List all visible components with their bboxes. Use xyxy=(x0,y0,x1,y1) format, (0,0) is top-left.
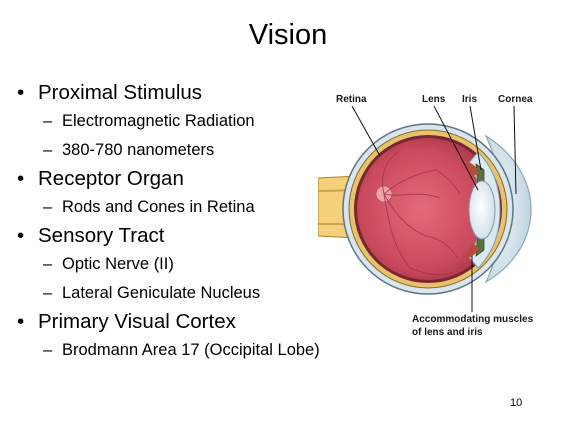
sub-bullet-item: – Electromagnetic Radiation xyxy=(17,107,377,136)
bullet-dot: • xyxy=(17,224,25,247)
bullet-item: • Primary Visual Cortex xyxy=(17,308,377,336)
bullet-text: Sensory Tract xyxy=(38,224,165,247)
bullet-item: • Proximal Stimulus xyxy=(17,79,377,107)
sub-bullet-text: 380-780 nanometers xyxy=(62,141,215,159)
bullet-list: • Proximal Stimulus – Electromagnetic Ra… xyxy=(17,79,377,365)
sub-bullet-dash: – xyxy=(43,112,53,130)
page-number: 10 xyxy=(510,397,523,409)
eye-anatomy-figure: Retina Lens Iris Cornea Accommodating mu… xyxy=(318,86,548,348)
sub-bullet-item: – Brodmann Area 17 (Occipital Lobe) xyxy=(17,336,377,365)
bullet-text: Proximal Stimulus xyxy=(38,81,203,104)
lens-label: Lens xyxy=(422,94,446,105)
sub-bullet-text: Brodmann Area 17 (Occipital Lobe) xyxy=(62,341,320,359)
sub-bullet-dash: – xyxy=(43,341,53,359)
lens-shape xyxy=(468,180,496,240)
sub-bullet-dash: – xyxy=(43,198,53,216)
sub-bullet-text: Rods and Cones in Retina xyxy=(62,198,255,216)
bullet-text: Primary Visual Cortex xyxy=(38,310,236,333)
bullet-item: • Sensory Tract xyxy=(17,222,377,250)
sub-bullet-item: – Optic Nerve (II) xyxy=(17,250,377,279)
sub-bullet-dash: – xyxy=(43,255,53,273)
retinal-vessels xyxy=(382,151,461,275)
sub-bullet-item: – Lateral Geniculate Nucleus xyxy=(17,279,377,308)
bullet-item: • Receptor Organ xyxy=(17,165,377,193)
bullet-dot: • xyxy=(17,81,25,104)
leader-lines xyxy=(351,105,517,312)
vitreous-chamber-shape xyxy=(357,138,499,280)
sub-bullet-text: Electromagnetic Radiation xyxy=(62,112,255,130)
cornea-label: Cornea xyxy=(498,94,533,105)
muscles-label-line2: of lens and iris xyxy=(412,327,483,338)
sub-bullet-item: – 380-780 nanometers xyxy=(17,136,377,165)
iris-label: Iris xyxy=(462,94,477,105)
bullet-dot: • xyxy=(17,167,25,190)
sub-bullet-text: Lateral Geniculate Nucleus xyxy=(62,284,261,302)
sub-bullet-item: – Rods and Cones in Retina xyxy=(17,193,377,222)
bullet-dot: • xyxy=(17,310,25,333)
slide-title: Vision xyxy=(248,19,328,51)
sub-bullet-dash: – xyxy=(43,284,53,302)
muscles-label-line1: Accommodating muscles xyxy=(412,314,534,325)
sub-bullet-text: Optic Nerve (II) xyxy=(62,255,174,273)
retina-label: Retina xyxy=(336,94,367,105)
ciliary-muscle-shape xyxy=(464,162,478,258)
bullet-text: Receptor Organ xyxy=(38,167,184,190)
sub-bullet-dash: – xyxy=(43,141,53,159)
